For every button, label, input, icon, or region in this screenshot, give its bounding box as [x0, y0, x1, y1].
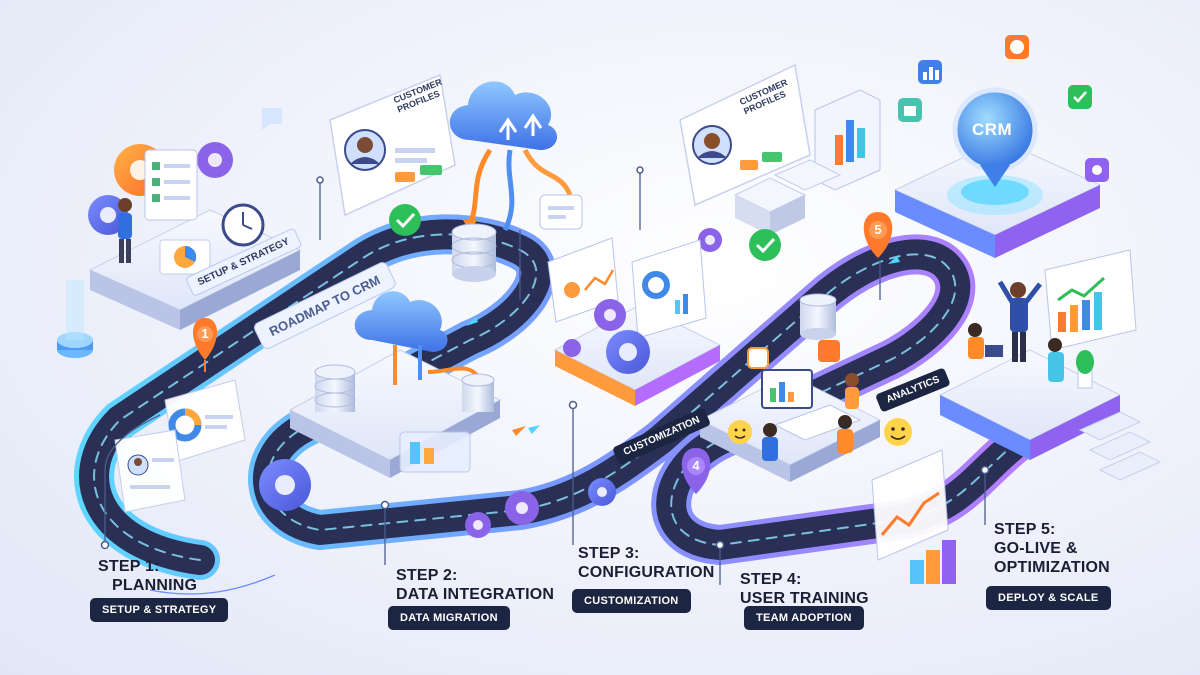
checklist-board	[144, 149, 198, 221]
step-2-label: STEP 2:	[396, 567, 458, 584]
leader-dots	[100, 166, 990, 550]
step-4-marker	[681, 448, 711, 494]
step-1-title: STEP 1: PLANNING	[98, 557, 197, 595]
step-4-label: STEP 4:	[740, 571, 802, 588]
database-small-icon	[799, 293, 837, 340]
profile-card-small	[114, 429, 186, 513]
cloud-upload-icon	[449, 81, 558, 150]
growth-chart-panel	[871, 449, 956, 584]
pie-chart-document	[159, 239, 211, 275]
step-1-name: PLANNING	[112, 577, 198, 594]
step-1-label: STEP 1:	[98, 558, 160, 575]
step-3-subtitle: CUSTOMIZATION	[572, 589, 691, 613]
small-gears-icon	[465, 228, 722, 538]
crm-hub-platform	[893, 87, 1102, 258]
step-5-marker	[863, 212, 893, 258]
check-badge-icon	[389, 204, 421, 236]
step-1-marker-number: 1	[201, 326, 209, 341]
step-4-title: STEP 4: USER TRAINING	[740, 570, 869, 608]
check-app-icon	[1068, 85, 1092, 109]
step-4-marker-number: 4	[692, 458, 700, 473]
data-migration-platform	[288, 291, 502, 478]
speech-bubble-icon	[262, 108, 282, 130]
step-5-subtitle: DEPLOY & SCALE	[986, 586, 1111, 610]
step-3-title: STEP 3: CONFIGURATION	[578, 544, 715, 582]
blue-gear-large-icon	[259, 459, 311, 511]
briefcase-app-icon	[898, 98, 922, 122]
step-5-title: STEP 5: GO-LIVE & OPTIMIZATION	[994, 520, 1110, 577]
step-2-subtitle: DATA MIGRATION	[388, 606, 510, 630]
planner-person	[118, 198, 132, 263]
step-2-title: STEP 2: DATA INTEGRATION	[396, 566, 554, 604]
clock-icon	[221, 203, 265, 247]
step-4-subtitle: TEAM ADOPTION	[744, 606, 864, 630]
chat-bubble-card	[539, 194, 583, 230]
floating-app-icons	[898, 35, 1109, 182]
planning-platform	[88, 108, 302, 330]
settings-app-icon	[1085, 158, 1109, 182]
go-live-platform	[938, 249, 1162, 481]
leader-lines	[104, 170, 986, 595]
step-2-name: DATA INTEGRATION	[396, 586, 555, 603]
step-3-name: CONFIGURATION	[578, 564, 715, 581]
step-5-name: GO-LIVE &	[994, 540, 1078, 557]
cubes-stack	[733, 159, 842, 235]
check-badge-2-icon	[749, 229, 781, 261]
glow-beacon	[57, 280, 93, 358]
step-1-subtitle: SETUP & STRATEGY	[90, 598, 229, 622]
step-4-name: USER TRAINING	[740, 590, 869, 607]
step-3-label: STEP 3:	[578, 545, 640, 562]
purple-gear-icon	[197, 142, 233, 178]
customization-platform	[547, 237, 722, 406]
step-5-name-line2: OPTIMIZATION	[994, 559, 1110, 576]
pie-app-icon	[1005, 35, 1029, 59]
customer-profile-card-2	[679, 63, 811, 207]
step-5-marker-number: 5	[874, 222, 882, 237]
step-5-label: STEP 5:	[994, 521, 1056, 538]
customer-profile-card-1	[329, 73, 456, 217]
database-icon	[451, 223, 497, 282]
user-training-platform	[698, 340, 912, 482]
donut-chart-card	[164, 379, 246, 463]
roadmap-road	[74, 214, 1080, 580]
crm-hub-label: CRM	[972, 120, 1013, 139]
step-1-marker	[192, 318, 218, 372]
chart-app-icon	[918, 60, 942, 84]
